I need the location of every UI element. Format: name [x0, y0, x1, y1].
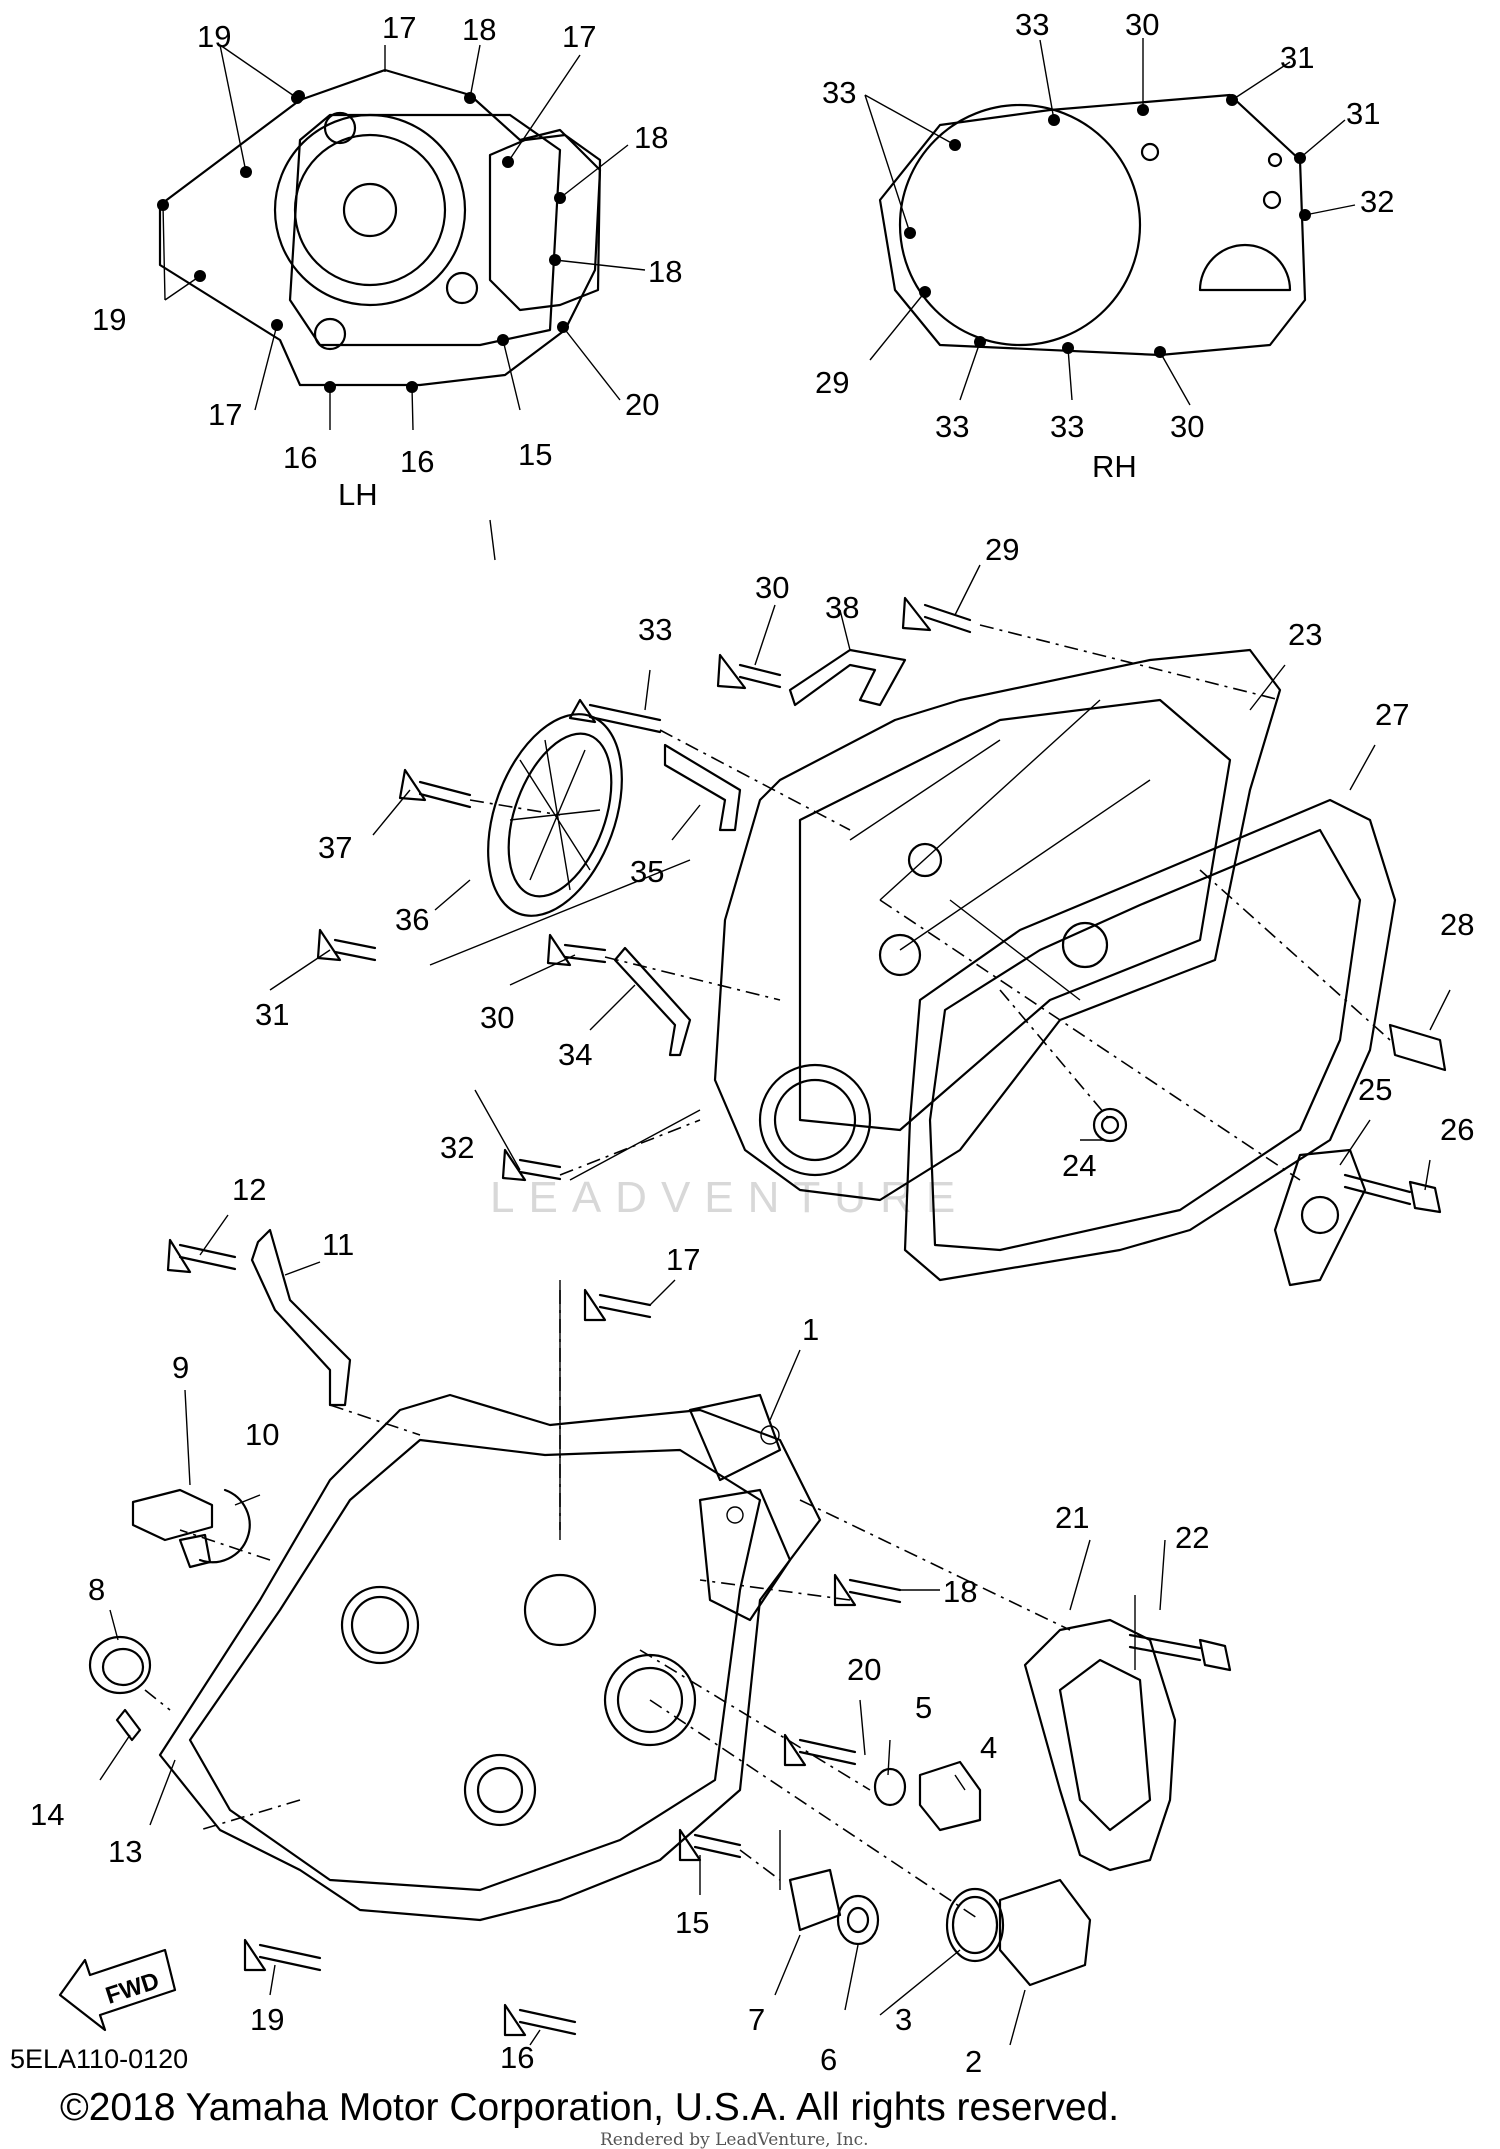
callout-16: 16 [283, 440, 317, 475]
plug-2 [951, 1878, 1092, 1987]
lh-cover-outline [158, 68, 602, 387]
rh-crankcase-cover [713, 648, 1282, 1202]
callout-31: 31 [255, 997, 289, 1032]
callout-8: 8 [88, 1572, 105, 1607]
drain-plug-bracket-25 [1273, 1148, 1367, 1287]
dowel-pin-28 [1388, 1023, 1447, 1072]
callout-7: 7 [748, 2002, 765, 2037]
callout-19: 19 [92, 302, 126, 337]
callout-34: 34 [558, 1037, 592, 1072]
callout-24: 24 [1062, 1148, 1096, 1183]
oil-fill-cap-9 [131, 1488, 251, 1569]
callout-36: 36 [395, 902, 429, 937]
callout-28: 28 [1440, 907, 1474, 942]
callout-15: 15 [518, 437, 552, 472]
callout-30: 30 [1170, 409, 1204, 444]
lh-cover-callout-leaders [157, 44, 646, 561]
callout-25: 25 [1358, 1072, 1392, 1107]
callout-1: 1 [802, 1312, 819, 1347]
callout-10: 10 [245, 1417, 279, 1452]
callout-26: 26 [1440, 1112, 1474, 1147]
callout-29: 29 [985, 532, 1019, 567]
bolts-middle [316, 596, 972, 1182]
callout-33: 33 [1015, 7, 1049, 42]
callout-20: 20 [625, 387, 659, 422]
callout-17: 17 [666, 1242, 700, 1277]
callout-14: 14 [30, 1797, 64, 1832]
callout-18: 18 [462, 12, 496, 47]
callout-6: 6 [820, 2042, 837, 2077]
callout-30: 30 [480, 1000, 514, 1035]
callout-17: 17 [562, 19, 596, 54]
callout-17: 17 [382, 10, 416, 45]
bolt-26 [1343, 1173, 1442, 1214]
callout-18: 18 [634, 120, 668, 155]
guide-plates-35-34-38 [613, 648, 907, 1057]
rh-label: RH [1092, 449, 1137, 484]
middle-callout-leaders [269, 564, 1451, 1191]
callout-31: 31 [1346, 96, 1380, 131]
dowel-14 [115, 1708, 142, 1742]
callout-9: 9 [172, 1350, 189, 1385]
callout-37: 37 [318, 830, 352, 865]
lh-crankcase-cover [158, 1393, 822, 1922]
callout-32: 32 [440, 1130, 474, 1165]
callout-15: 15 [675, 1905, 709, 1940]
bottom-callout-leaders [99, 1214, 1166, 2046]
bracket-11 [250, 1228, 352, 1407]
callout-4: 4 [980, 1730, 997, 1765]
callout-18: 18 [648, 254, 682, 289]
rh-cover-outline [878, 93, 1307, 357]
callout-33: 33 [935, 409, 969, 444]
callout-12: 12 [232, 1172, 266, 1207]
callout-19: 19 [197, 19, 231, 54]
callout-19: 19 [250, 2002, 284, 2037]
callout-13: 13 [108, 1834, 142, 1869]
middle-dashed-leaders [429, 624, 1391, 1181]
lh-label: LH [338, 477, 378, 512]
callout-17: 17 [208, 397, 242, 432]
cover-cap-36 [487, 713, 623, 917]
callout-31: 31 [1280, 40, 1314, 75]
callout-38: 38 [825, 590, 859, 625]
callout-33: 33 [1050, 409, 1084, 444]
callout-11: 11 [322, 1227, 354, 1262]
callout-33: 33 [638, 612, 672, 647]
callout-30: 30 [1125, 7, 1159, 42]
callout-33: 33 [822, 75, 856, 110]
clutch-cover-21 [1023, 1618, 1177, 1872]
callout-20: 20 [847, 1652, 881, 1687]
callout-35: 35 [630, 854, 664, 889]
rendered-by: Rendered by LeadVenture, Inc. [600, 2130, 869, 2149]
watermark: LEADVENTURE [490, 1173, 969, 1222]
rh-cover-callout-leaders [864, 38, 1356, 406]
callout-29: 29 [815, 365, 849, 400]
oring-3 [945, 1887, 1005, 1963]
bottom-dashed-leaders [144, 1280, 1136, 1921]
callout-21: 21 [1055, 1500, 1089, 1535]
bolts-bottom [166, 1238, 1232, 2037]
rh-cover-gasket [903, 798, 1397, 1282]
callout-2: 2 [965, 2044, 982, 2079]
callout-30: 30 [755, 570, 789, 605]
callout-22: 22 [1175, 1520, 1209, 1555]
oil-level-window-8 [88, 1635, 152, 1695]
bushings-6-7 [788, 1868, 880, 1946]
callout-16: 16 [500, 2040, 534, 2075]
callout-5: 5 [915, 1690, 932, 1725]
callout-23: 23 [1288, 617, 1322, 652]
part-code: 5ELA110-0120 [10, 2044, 188, 2074]
callout-18: 18 [943, 1574, 977, 1609]
callout-32: 32 [1360, 184, 1394, 219]
copyright-notice: ©2018 Yamaha Motor Corporation, U.S.A. A… [60, 2086, 1119, 2129]
callout-27: 27 [1375, 697, 1409, 732]
callout-3: 3 [895, 2002, 912, 2037]
callout-16: 16 [400, 444, 434, 479]
fwd-arrow [58, 1948, 177, 2032]
plug-4 [873, 1760, 982, 1832]
